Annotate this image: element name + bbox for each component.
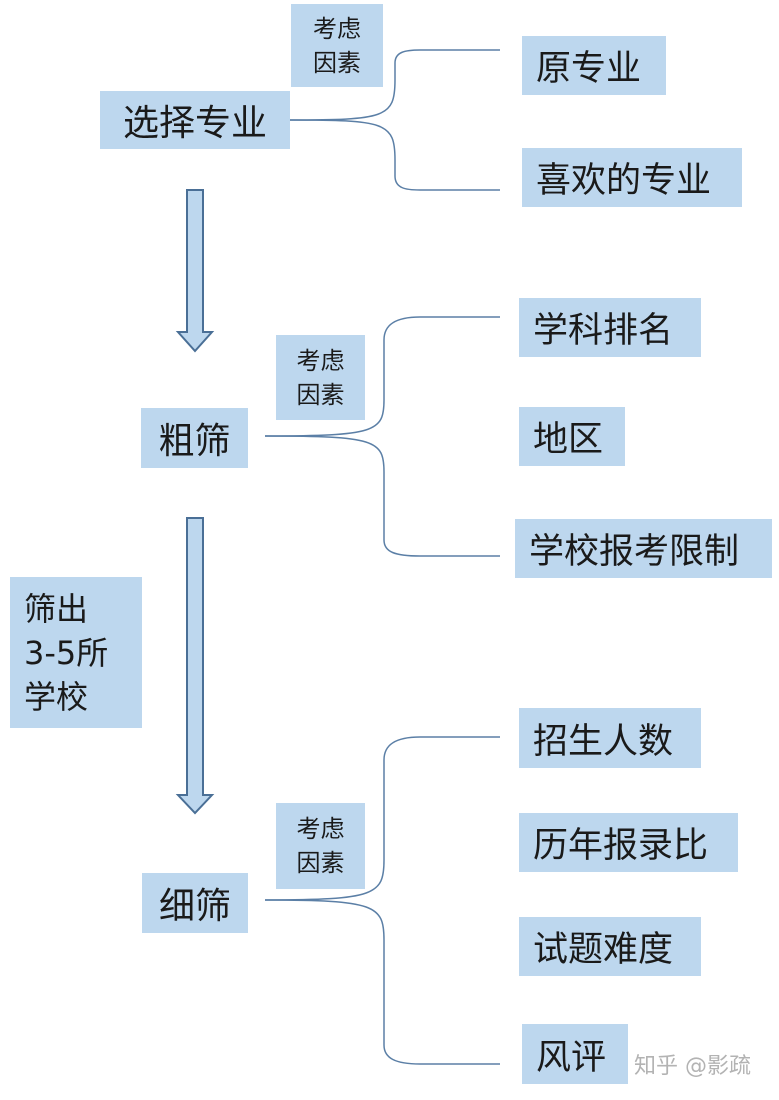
stage-rough-screening: 粗筛 bbox=[141, 408, 248, 468]
option-label: 地区 bbox=[533, 420, 604, 460]
connector-stage3-bottom bbox=[264, 899, 500, 1065]
note-select-3-5-schools: 筛出 3-5所 学校 bbox=[10, 577, 142, 728]
stage-select-major: 选择专业 bbox=[100, 91, 290, 149]
factor-label-stage1: 考虑 因素 bbox=[291, 4, 383, 87]
connector-stage2-top bbox=[264, 316, 500, 437]
stage-select-major-label: 选择专业 bbox=[122, 103, 267, 144]
option-original-major: 原专业 bbox=[522, 36, 666, 95]
option-label: 历年报录比 bbox=[533, 826, 709, 866]
option-label: 原专业 bbox=[536, 49, 642, 89]
option-label: 风评 bbox=[536, 1037, 607, 1078]
option-reputation: 风评 bbox=[522, 1024, 628, 1084]
option-label: 招生人数 bbox=[533, 721, 674, 762]
factor-label-stage2: 考虑 因素 bbox=[276, 335, 365, 420]
connector-stage1-bottom bbox=[287, 119, 500, 191]
down-arrow-icon bbox=[175, 517, 215, 815]
note-line1: 筛出 bbox=[24, 589, 89, 628]
factor-label-stage3: 考虑 因素 bbox=[276, 803, 365, 889]
option-label: 喜欢的专业 bbox=[536, 161, 712, 201]
option-enrollment-count: 招生人数 bbox=[519, 708, 701, 768]
option-label: 学校报考限制 bbox=[529, 532, 740, 572]
option-region: 地区 bbox=[519, 407, 625, 466]
factor-line2: 因素 bbox=[313, 48, 361, 77]
option-exam-difficulty: 试题难度 bbox=[519, 917, 701, 976]
option-label: 学科排名 bbox=[533, 311, 674, 351]
connector-stage2-bottom bbox=[264, 435, 500, 557]
option-admission-ratio: 历年报录比 bbox=[519, 813, 738, 872]
connector-stage1-top bbox=[287, 49, 500, 121]
option-label: 试题难度 bbox=[533, 930, 674, 970]
stage-fine-screening-label: 细筛 bbox=[158, 886, 231, 927]
note-line2: 3-5所 bbox=[24, 633, 109, 672]
stage-fine-screening: 细筛 bbox=[142, 873, 248, 933]
factor-line1: 考虑 bbox=[296, 346, 345, 375]
watermark-text: 知乎 @影疏 bbox=[634, 1054, 751, 1079]
stage-rough-screening-label: 粗筛 bbox=[158, 421, 231, 462]
factor-line1: 考虑 bbox=[313, 14, 361, 43]
option-discipline-ranking: 学科排名 bbox=[519, 298, 701, 357]
factor-line2: 因素 bbox=[296, 380, 345, 409]
option-favorite-major: 喜欢的专业 bbox=[522, 148, 742, 207]
down-arrow-icon bbox=[175, 189, 215, 353]
factor-line1: 考虑 bbox=[296, 815, 345, 843]
note-line3: 学校 bbox=[24, 677, 89, 716]
connector-stage3-top bbox=[264, 736, 500, 901]
option-school-restrictions: 学校报考限制 bbox=[515, 519, 772, 578]
factor-line2: 因素 bbox=[296, 849, 345, 877]
